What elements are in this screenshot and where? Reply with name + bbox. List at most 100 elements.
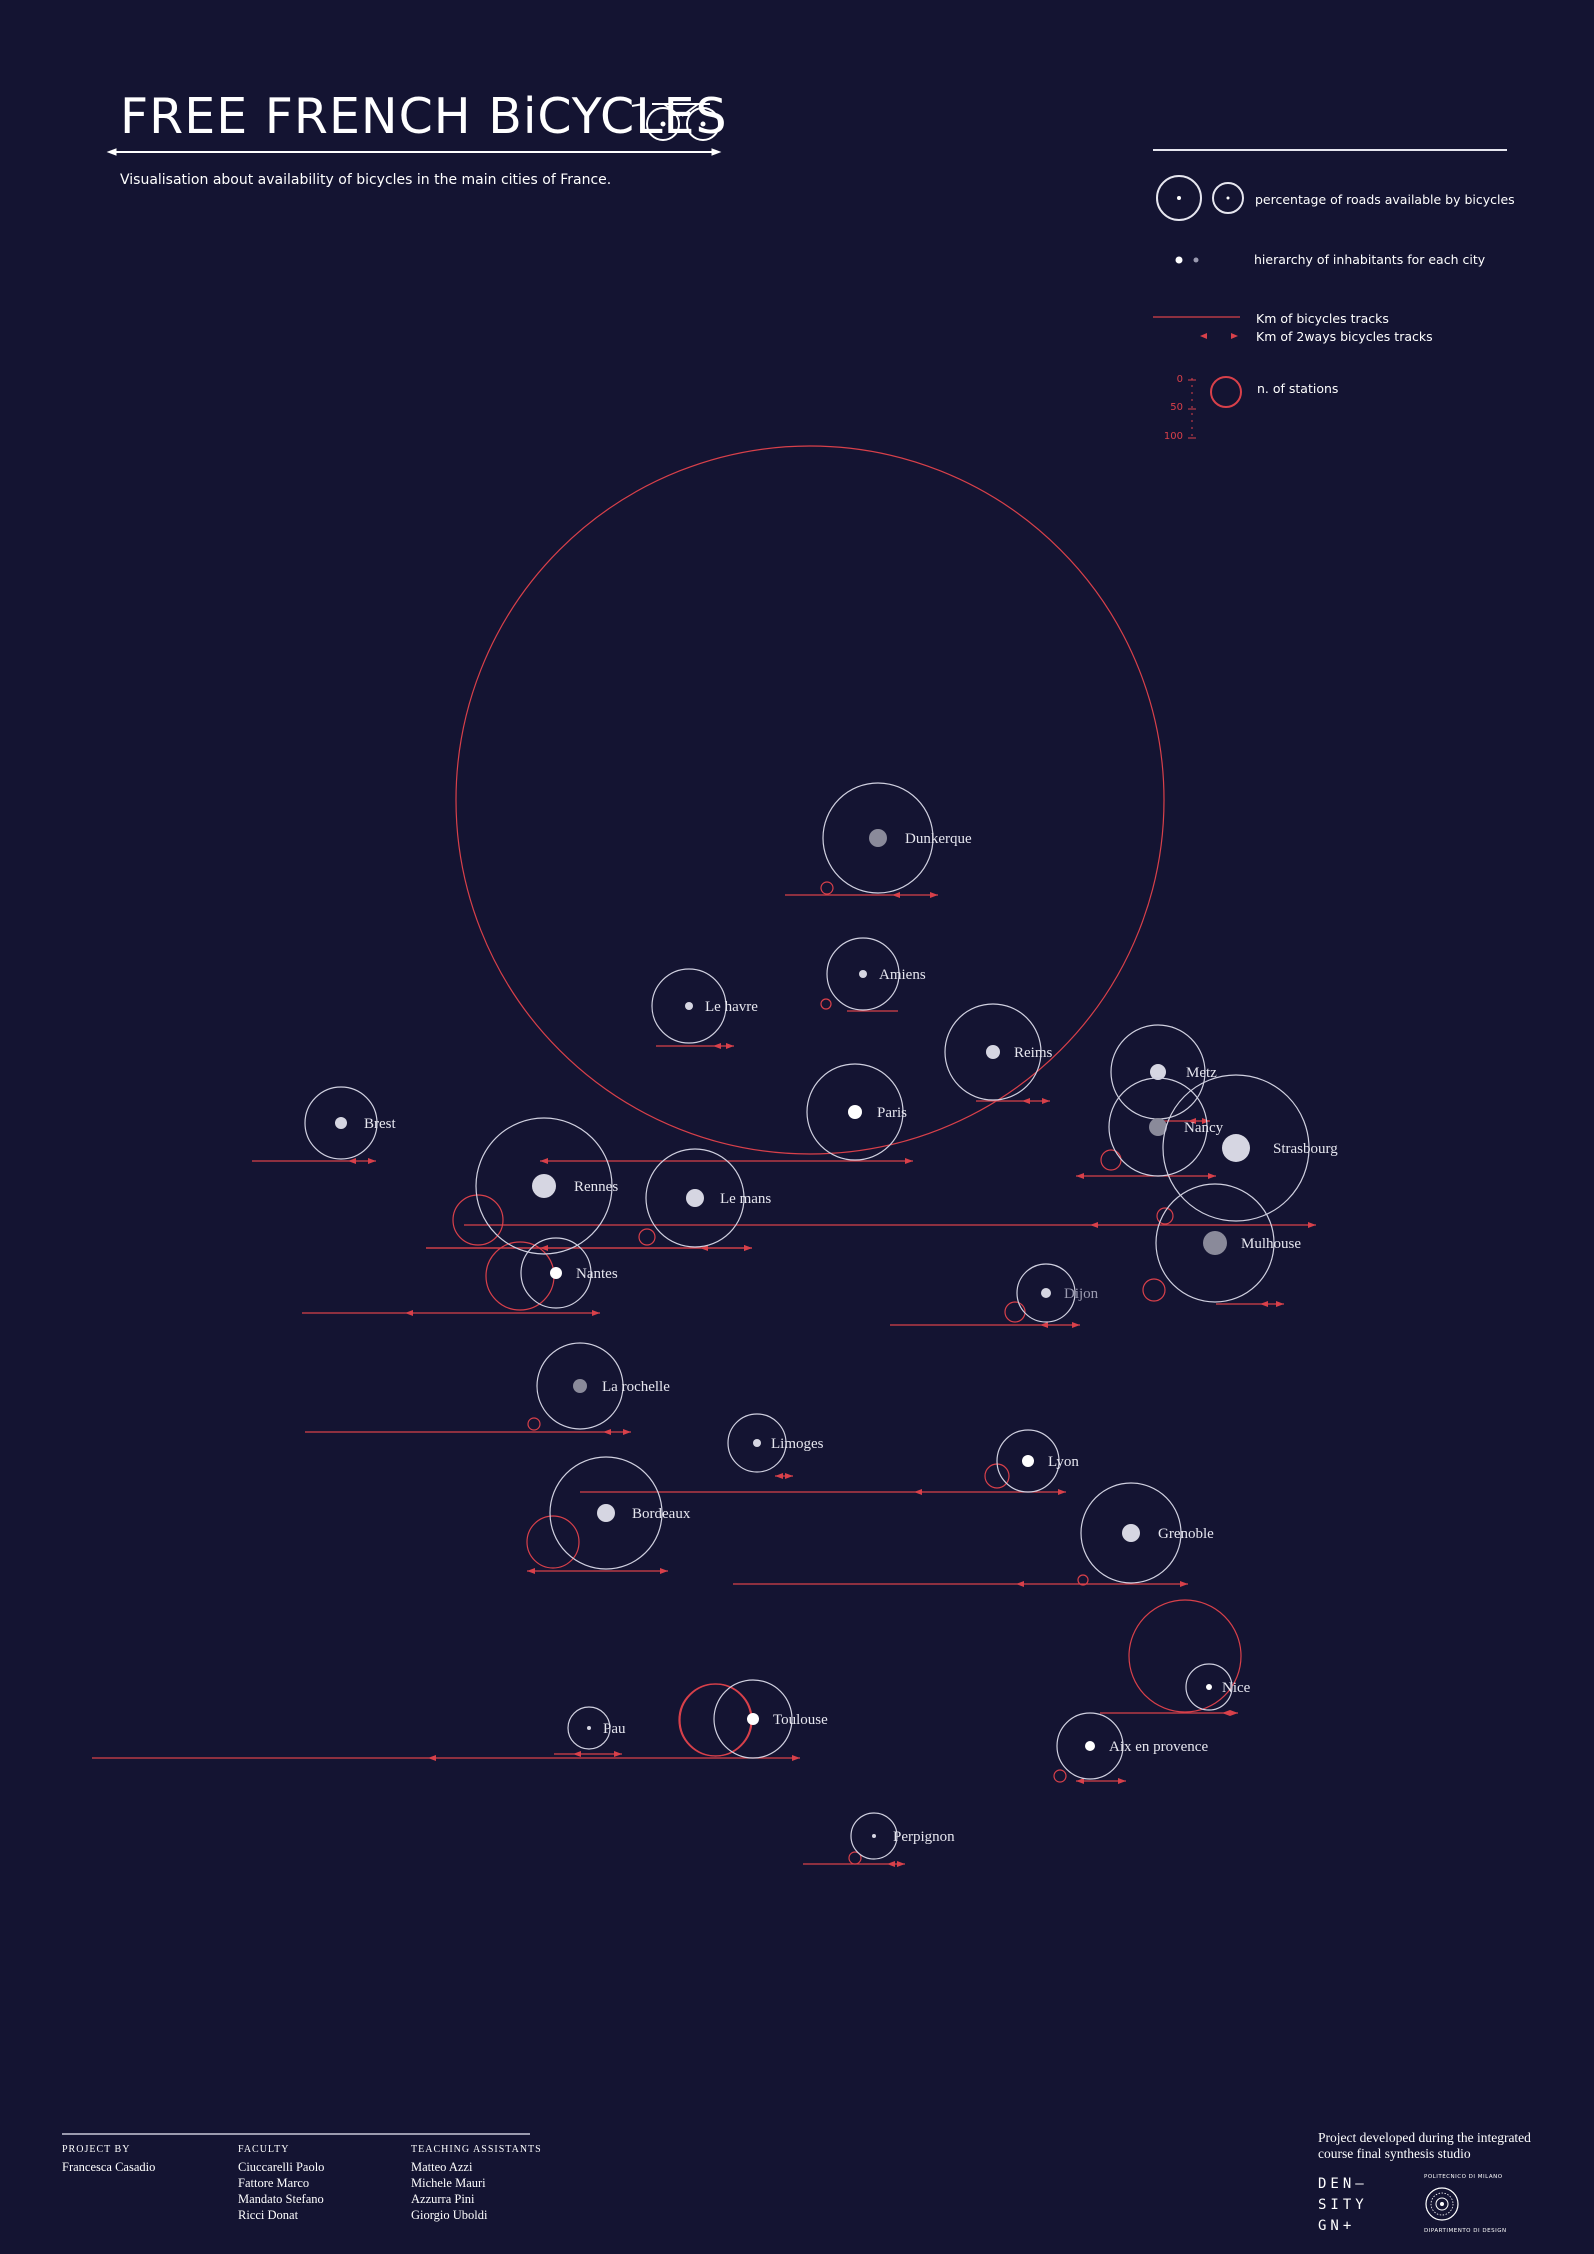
- inhabitants-dot: [1203, 1231, 1227, 1255]
- roads-ring: [651, 968, 727, 1044]
- assistant-name: Azzurra Pini: [411, 2192, 475, 2206]
- stations-circle-le-mans: [638, 1228, 656, 1246]
- two-way-arrow-bordeaux: [660, 1568, 668, 1574]
- stations-circle-nantes: [485, 1241, 555, 1311]
- city-lyon: Lyon: [996, 1429, 1079, 1493]
- scale-tick-50: 50: [1170, 402, 1183, 413]
- two-way-arrow-brest: [348, 1158, 356, 1164]
- two-way-arrow-le-mans: [744, 1245, 752, 1251]
- stations-circle-strasbourg: [1156, 1207, 1174, 1225]
- city-label: Lyon: [1048, 1454, 1079, 1470]
- legend-graphics: [1153, 149, 1507, 441]
- city-mulhouse: Mulhouse: [1155, 1183, 1301, 1303]
- city-metz: Metz: [1110, 1024, 1217, 1120]
- city-label: Toulouse: [773, 1712, 828, 1728]
- faculty-name: Fattore Marco: [238, 2176, 310, 2190]
- inhabitants-dot: [532, 1174, 556, 1198]
- city-nice: Nice: [1185, 1663, 1251, 1711]
- project-by-heading: PROJECT BY: [62, 2144, 131, 2155]
- two-way-arrow-nantes: [405, 1310, 413, 1316]
- two-way-arrow-limoges: [785, 1473, 793, 1479]
- footer-note-line: course final synthesis studio: [1318, 2146, 1471, 2161]
- polimi-seal-icon: [1425, 2187, 1459, 2221]
- inhabitants-dot: [587, 1726, 591, 1730]
- scale-tick-0: 0: [1176, 374, 1183, 385]
- legend-roads-label: percentage of roads available by bicycle…: [1255, 192, 1515, 207]
- two-way-arrow-grenoble: [1180, 1581, 1188, 1587]
- inhabitants-dot: [1150, 1064, 1166, 1080]
- stations-circle-la-rochelle: [527, 1417, 541, 1431]
- roads-ring: [713, 1679, 793, 1759]
- two-way-arrow-nancy: [1076, 1173, 1084, 1179]
- faculty-name: Ricci Donat: [238, 2208, 299, 2222]
- legend-tracks-label: Km of bicycles tracks: [1256, 311, 1389, 326]
- roads-ring: [850, 1812, 898, 1860]
- roads-ring: [806, 1063, 904, 1161]
- roads-ring: [520, 1237, 592, 1309]
- city-label: Reims: [1014, 1045, 1052, 1061]
- two-way-arrow-metz: [1202, 1118, 1210, 1124]
- stations-circle-rennes: [452, 1194, 504, 1246]
- inhabitants-dot: [685, 1002, 693, 1010]
- city-aix-en-provence: Aix en provence: [1056, 1712, 1208, 1780]
- inhabitants-dot: [869, 829, 887, 847]
- city-dijon: Dijon: [1016, 1263, 1099, 1323]
- two-way-arrow-dunkerque: [930, 892, 938, 898]
- two-way-arrow-la-rochelle: [603, 1429, 611, 1435]
- legend-two-ways-icon: [1200, 333, 1238, 339]
- city-label: Brest: [364, 1116, 396, 1132]
- scale-tick-100: 100: [1163, 431, 1183, 442]
- two-way-arrow-nantes: [592, 1310, 600, 1316]
- roads-ring: [1080, 1482, 1182, 1584]
- roads-ring: [304, 1086, 378, 1160]
- inhabitants-dot: [573, 1379, 587, 1393]
- two-way-arrow-nice: [1230, 1710, 1238, 1716]
- stations-circle-perpignon: [848, 1851, 862, 1865]
- two-way-arrow-nice: [1222, 1710, 1230, 1716]
- footer-assistants: TEACHING ASSISTANTS Matteo Azzi Michele …: [411, 2144, 542, 2223]
- city-label: Rennes: [574, 1179, 618, 1195]
- polimi-top-label: POLITECNICO DI MILANO: [1424, 2174, 1503, 2180]
- roads-ring: [826, 937, 900, 1011]
- city-pau: Pau: [567, 1706, 626, 1750]
- legend-roads-icon: [1156, 175, 1244, 221]
- legend-inhabitants-icon: [1175, 256, 1199, 264]
- city-la-rochelle: La rochelle: [536, 1342, 670, 1430]
- city-label: Nancy: [1184, 1120, 1224, 1136]
- inhabitants-dot: [1122, 1524, 1140, 1542]
- two-way-arrow-pau: [428, 1755, 436, 1761]
- two-way-arrow-paris: [540, 1158, 548, 1164]
- two-way-arrow-lyon: [1058, 1489, 1066, 1495]
- footer-faculty: FACULTY Ciuccarelli Paolo Fattore Marco …: [238, 2144, 324, 2223]
- city-grenoble: Grenoble: [1080, 1482, 1214, 1584]
- roads-ring: [944, 1003, 1042, 1101]
- inhabitants-dot: [686, 1189, 704, 1207]
- city-label: Perpignon: [893, 1829, 955, 1845]
- roads-ring: [549, 1456, 663, 1570]
- two-way-arrow-pau: [792, 1755, 800, 1761]
- city-label: Pau: [603, 1721, 626, 1737]
- two-way-arrow-la-rochelle: [623, 1429, 631, 1435]
- faculty-heading: FACULTY: [238, 2144, 290, 2155]
- two-way-arrow-toulouse: [573, 1751, 581, 1757]
- stations-circle-dunkerque: [820, 881, 834, 895]
- roads-ring: [536, 1342, 624, 1430]
- city-nantes: Nantes: [520, 1237, 618, 1309]
- stations-layer: [452, 445, 1242, 1865]
- city-perpignon: Perpignon: [850, 1812, 955, 1860]
- roads-ring: [1185, 1663, 1233, 1711]
- city-label: Nice: [1222, 1680, 1251, 1696]
- two-way-arrow-paris: [905, 1158, 913, 1164]
- city-nancy: Nancy: [1108, 1077, 1224, 1177]
- legend-two-ways-label: Km of 2ways bicycles tracks: [1256, 329, 1433, 344]
- legend-stations-label: n. of stations: [1257, 381, 1339, 396]
- two-way-arrow-dijon: [1040, 1322, 1048, 1328]
- roads-ring: [567, 1706, 611, 1750]
- stations-circle-bordeaux: [526, 1515, 580, 1569]
- stations-circle-amiens: [820, 998, 832, 1010]
- city-brest: Brest: [304, 1086, 396, 1160]
- inhabitants-dot: [1206, 1684, 1212, 1690]
- city-label: Le havre: [705, 999, 758, 1015]
- two-way-arrow-toulouse: [614, 1751, 622, 1757]
